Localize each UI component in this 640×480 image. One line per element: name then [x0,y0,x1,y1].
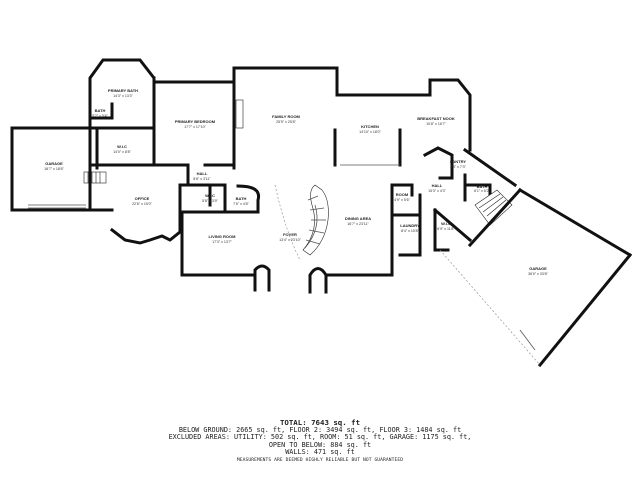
svg-text:HALL: HALL [197,171,208,176]
svg-text:FAMILY ROOM: FAMILY ROOM [272,114,300,119]
office-walls [88,183,227,245]
svg-text:5'2" x 5'4": 5'2" x 5'4" [92,114,108,118]
room-label-garage-left: GARAGE 18'7" x 18'6" [44,161,64,171]
walls-area: WALLS: 471 sq. ft [285,448,355,457]
room-label-living-room: LIVING ROOM 17'3" x 13'7" [209,234,237,244]
area-summary: TOTAL: 7643 sq. ft BELOW GROUND: 2665 sq… [0,419,640,465]
room-label-bath-east: BATH 6'1" x 6'2" [474,184,490,193]
svg-text:W.I.C: W.I.C [205,193,215,198]
room-label-bath-small: BATH 5'2" x 5'4" [92,108,108,118]
svg-text:8'8" x 3'11": 8'8" x 3'11" [193,177,211,181]
room-label-dining-area: DINING AREA 16'7" x 23'11" [345,216,371,226]
garage-right-walls [439,187,633,368]
total-area: TOTAL: 7643 sq. ft [279,418,361,427]
svg-text:14'0" x 8'8": 14'0" x 8'8" [113,150,131,154]
svg-text:W.I.C: W.I.C [117,144,127,149]
svg-text:17'3" x 13'7": 17'3" x 13'7" [212,240,232,244]
room-label-primary-bath: PRIMARY BATH 14'3" x 13'3" [108,88,138,98]
excluded-areas: EXCLUDED AREAS: UTILITY: 502 sq. ft, ROO… [168,433,472,442]
garage-left-walls [10,126,99,212]
living-room-walls [180,210,271,292]
svg-text:BATH: BATH [477,184,488,189]
room-label-family-room: FAMILY ROOM 25'5" x 25'8" [272,114,300,124]
svg-text:36'0" x 33'8": 36'0" x 33'8" [528,272,548,276]
room-label-laundry: LAUNDRY 8'4" x 10'8" [400,223,420,233]
svg-text:PANTRY: PANTRY [450,159,466,164]
svg-text:BATH: BATH [236,196,247,201]
garage-left-steps [83,171,107,184]
foyer-walls [308,183,414,294]
open-to-below: OPEN TO BELOW: 884 sq. ft [268,440,372,449]
svg-text:HALL: HALL [432,183,443,188]
svg-text:GARAGE: GARAGE [529,266,547,271]
svg-text:DINING AREA: DINING AREA [345,216,371,221]
family-kitchen-walls [232,66,472,167]
pantry-walls [422,146,518,202]
svg-text:14'3" x 13'3": 14'3" x 13'3" [113,94,133,98]
svg-text:LIVING ROOM: LIVING ROOM [209,234,237,239]
svg-text:18'7" x 18'6": 18'7" x 18'6" [44,167,64,171]
room-label-primary-bedroom: PRIMARY BEDROOM 17'7" x 17'10" [175,119,216,129]
foyer-staircase [274,184,329,261]
svg-text:ROOM: ROOM [396,192,409,197]
svg-text:17'7" x 17'10": 17'7" x 17'10" [184,125,206,129]
room-label-pantry: PANTRY 8'4" x 7'3" [450,159,467,169]
svg-text:8'4" x 10'8": 8'4" x 10'8" [401,229,419,233]
svg-text:LAUNDRY: LAUNDRY [400,223,420,228]
room-label-bath-hall: BATH 7'6" x 4'8" [233,196,249,206]
svg-text:15'3" x 4'3": 15'3" x 4'3" [428,189,446,193]
room-label-foyer: FOYER 13'4" x 23'10" [279,232,301,242]
room-label-kitchen: KITCHEN 14'10" x 18'0" [359,124,381,134]
svg-text:16'7" x 23'11": 16'7" x 23'11" [347,222,369,226]
room-label-office: OFFICE 22'6" x 15'0" [132,196,152,206]
svg-text:PRIMARY BATH: PRIMARY BATH [108,88,138,93]
laundry-walls [390,193,473,257]
svg-text:FOYER: FOYER [283,232,297,237]
svg-text:14'10" x 18'0": 14'10" x 18'0" [359,130,381,134]
svg-text:8'4" x 7'3": 8'4" x 7'3" [450,165,466,169]
svg-text:10'8" x 16'7": 10'8" x 16'7" [426,122,446,126]
svg-text:PRIMARY BEDROOM: PRIMARY BEDROOM [175,119,216,124]
disclaimer: MEASUREMENTS ARE DEEMED HIGHLY RELIABLE … [236,457,404,463]
svg-text:6'1" x 6'2": 6'1" x 6'2" [474,189,490,193]
svg-text:13'4" x 23'10": 13'4" x 23'10" [279,238,301,242]
room-label-garage-right: GARAGE 36'0" x 33'8" [528,266,548,276]
svg-text:KITCHEN: KITCHEN [361,124,379,129]
svg-text:4'9" x 5'6": 4'9" x 5'6" [394,198,410,202]
svg-text:5'8" x 3'9": 5'8" x 3'9" [202,199,218,203]
floor-breakdown: BELOW GROUND: 2665 sq. ft, FLOOR 2: 3494… [178,425,462,434]
floor-plan: GARAGE 18'7" x 18'6" PRIMARY BATH 14'3" … [10,58,633,368]
room-label-hall-west: HALL 8'8" x 3'11" [193,171,211,181]
room-label-room: ROOM 4'9" x 5'6" [394,192,410,202]
room-label-wic-primary: W.I.C 14'0" x 8'8" [113,144,131,154]
svg-text:7'6" x 4'8": 7'6" x 4'8" [233,202,249,206]
svg-text:25'5" x 25'8": 25'5" x 25'8" [276,120,296,124]
svg-text:GARAGE: GARAGE [45,161,63,166]
svg-text:W.I.C: W.I.C [441,221,451,226]
hall-walls [183,163,261,214]
svg-text:BREAKFAST NOOK: BREAKFAST NOOK [417,116,455,121]
room-label-hall-east: HALL 15'3" x 4'3" [428,183,446,193]
room-label-wic-hall: W.I.C 5'8" x 3'9" [202,193,218,203]
primary-suite-walls [88,58,244,212]
room-label-wic-east: W.I.C 6'9" x 11'8" [437,221,455,231]
svg-text:6'9" x 11'8": 6'9" x 11'8" [437,227,455,231]
svg-text:22'6" x 15'0": 22'6" x 15'0" [132,202,152,206]
svg-text:BATH: BATH [95,108,106,113]
svg-text:OFFICE: OFFICE [135,196,150,201]
room-label-breakfast-nook: BREAKFAST NOOK 10'8" x 16'7" [417,116,455,126]
